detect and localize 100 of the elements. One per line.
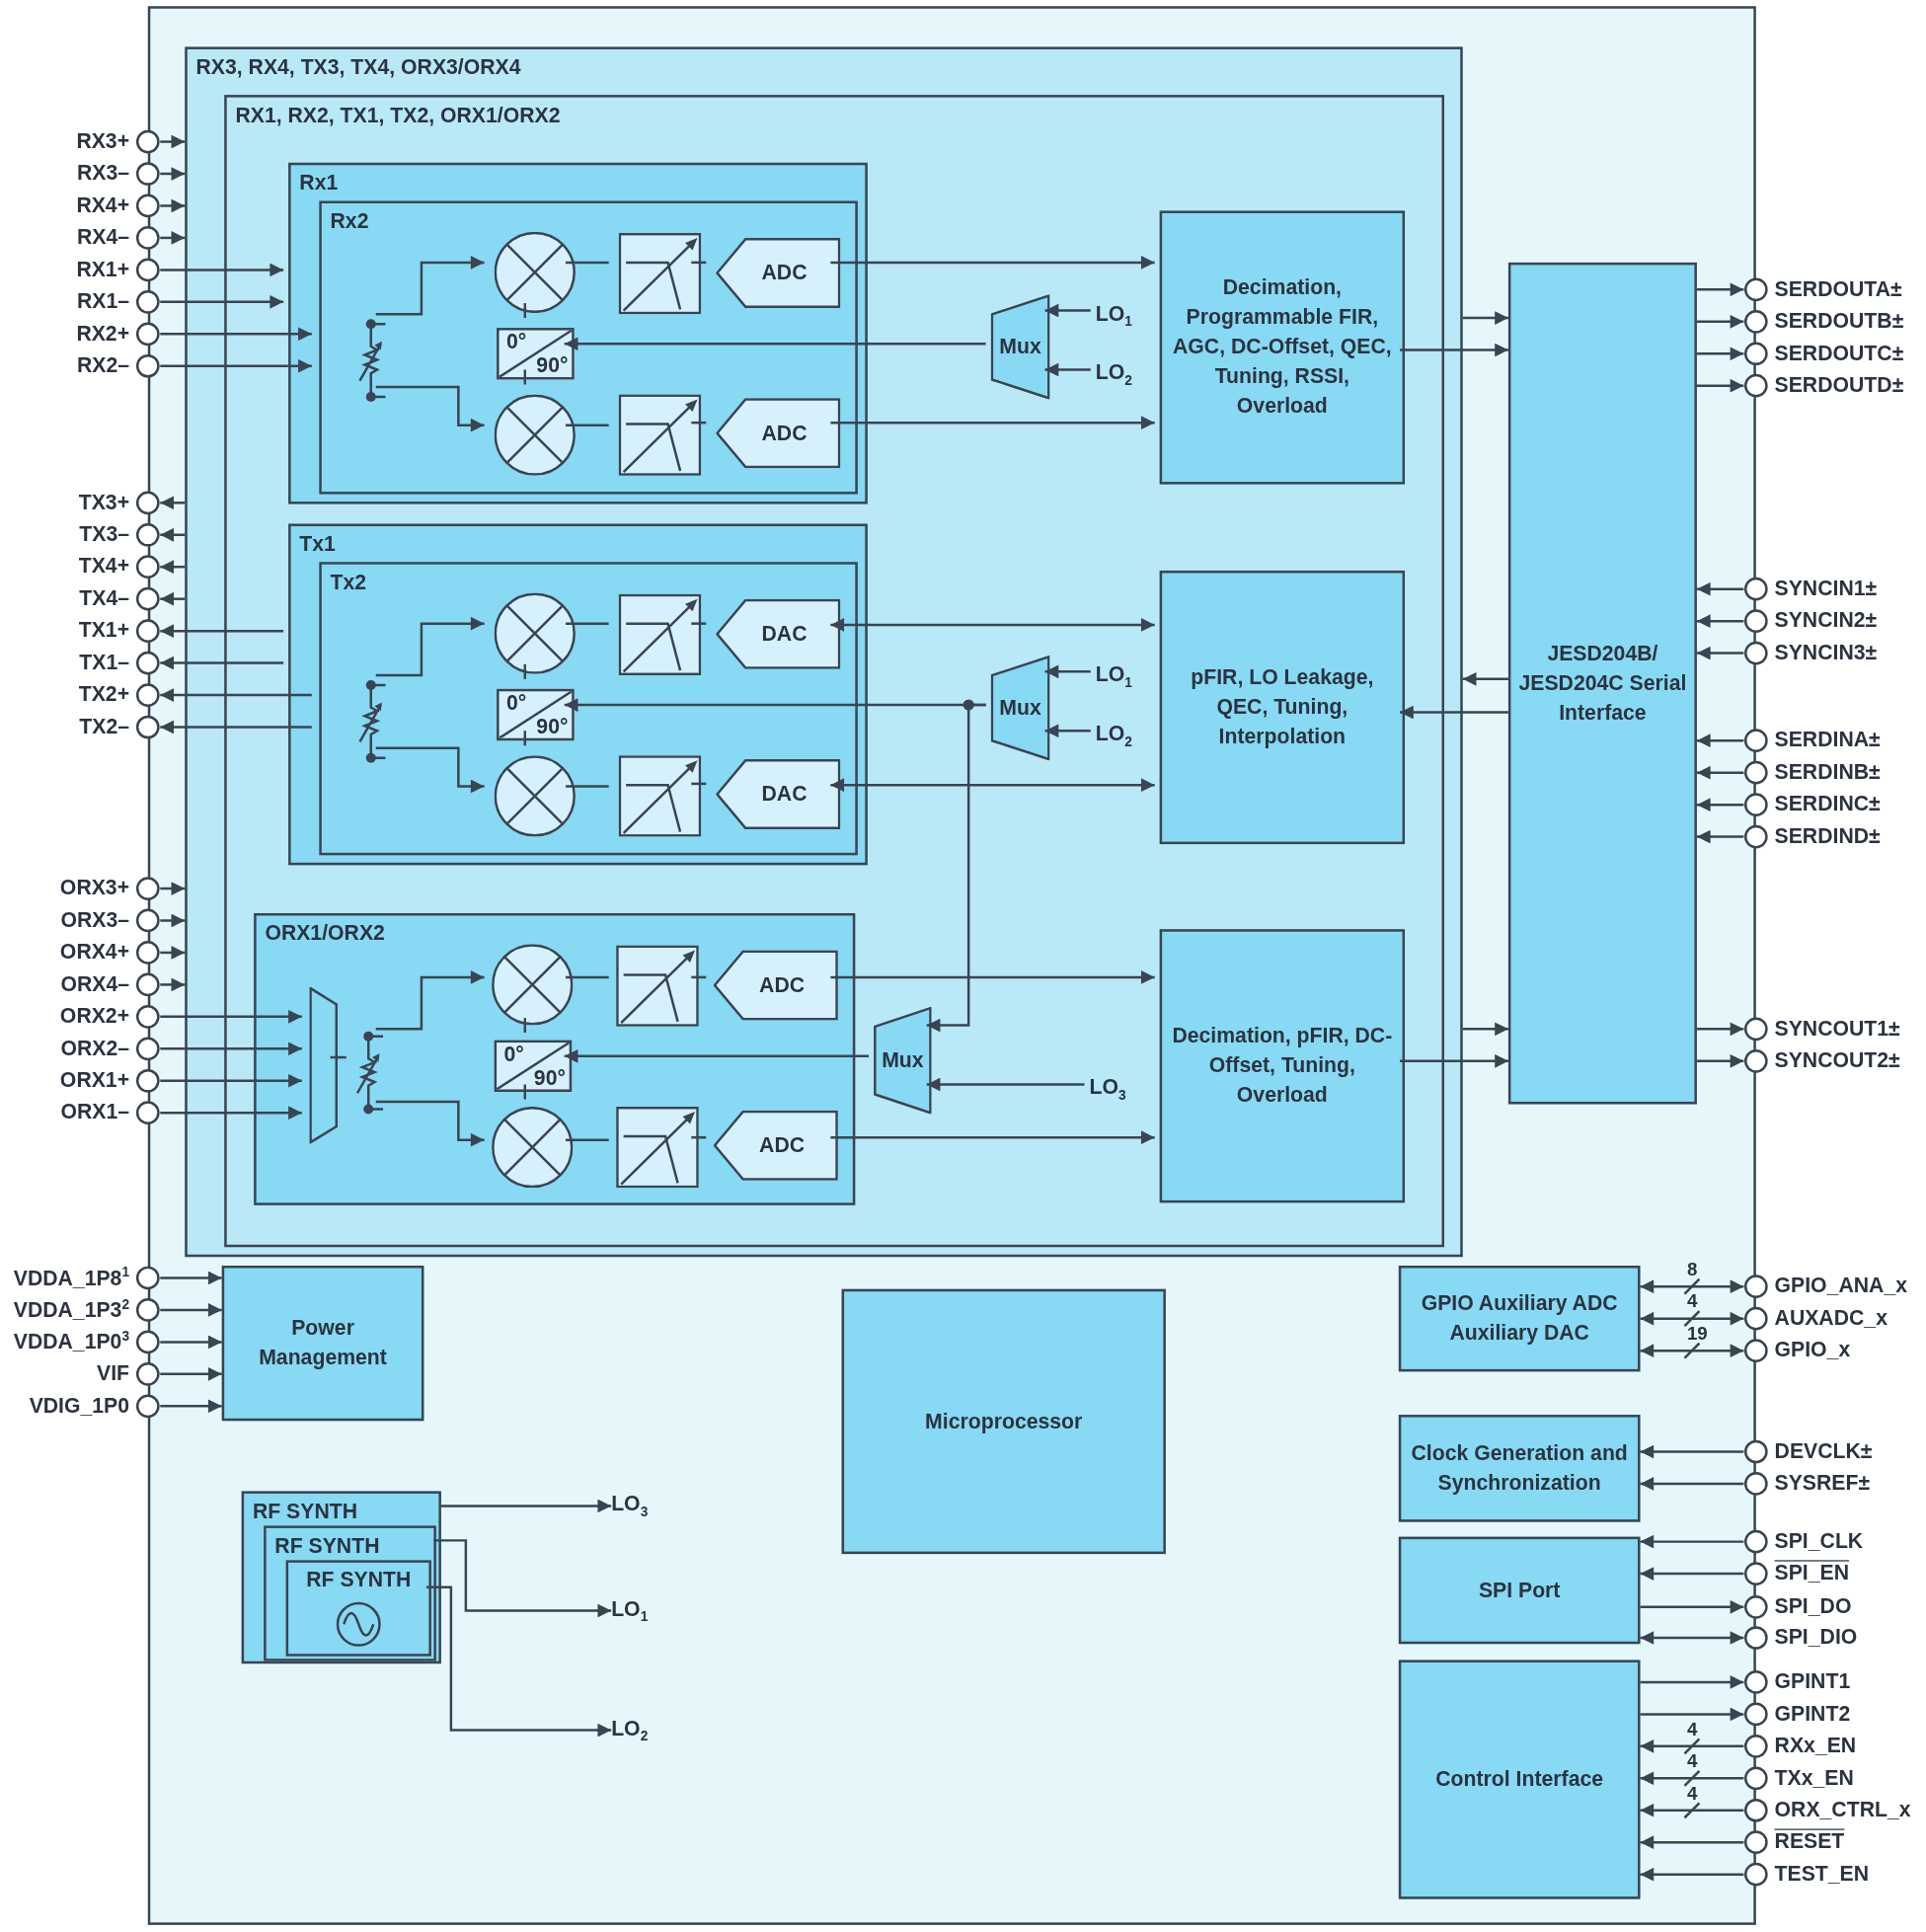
arrow [425,1585,612,1738]
function-block [221,1266,424,1422]
mux-label: Mux [999,334,1041,359]
connector-line [565,622,609,625]
arrow [1640,1707,1744,1722]
arrow [160,1335,222,1350]
channel-block-panel [241,1491,441,1664]
arrow [160,720,312,734]
pin-label: GPIO_x [1774,1338,1851,1363]
arrow [160,977,186,992]
block-label: RF SYNTH [306,1566,412,1593]
phase-label: 90° [533,1065,566,1091]
arrow [1640,1477,1744,1491]
connector-line [523,303,527,319]
block-label: Decimation, Programmable FIR, AGC, DC-Offset, QEC, Tuning, RSSI, Overload [1172,274,1393,421]
channel-block-panel [254,913,856,1205]
pin-label: SERDOUTB± [1774,309,1904,335]
arrow [830,416,1155,430]
arrow [375,970,485,1031]
pin-label: TX3– [79,522,130,548]
arrow [1044,724,1091,738]
pin-label: ORX1– [60,1100,130,1125]
arrow [160,263,284,277]
pin-label: ORX2– [60,1036,130,1061]
pin-label: SYNCIN3± [1774,641,1878,666]
arrow [1044,303,1091,318]
arrow [1640,1835,1744,1850]
phase-label: 0° [506,691,527,717]
converter-label: DAC [761,621,808,647]
function-block [1159,210,1406,485]
arrow [160,134,186,149]
arrow [160,560,186,575]
arrow [160,496,186,510]
arrow [440,1499,612,1513]
pin-label: DEVCLK± [1774,1439,1873,1464]
arrow [160,688,312,702]
double-headed-arrow [830,618,1155,632]
arrow [1696,765,1744,780]
block-label: pFIR, LO Leakage, QEC, Tuning, Interpolation [1190,664,1375,750]
pin-label: RXx_EN [1774,1734,1857,1759]
arrow [375,616,485,677]
function-block [1159,929,1406,1203]
arrow [160,198,186,213]
arrow [1640,1867,1744,1882]
phase-shifter-box [494,1040,573,1092]
connector-line [691,1135,707,1139]
converter-label: ADC [759,972,806,998]
lo-signal-label: LO$_{3}$ [1089,1074,1126,1109]
pin-label: SYNCIN1± [1774,577,1878,602]
phase-shifter-box [497,688,575,741]
pin-label: RX4+ [76,193,130,218]
arrow [375,256,485,316]
pin-label: SYSREF± [1774,1471,1871,1497]
arrow [926,1077,1085,1092]
arrow [160,946,186,960]
arrow [1696,1053,1744,1068]
lo-signal-label: LO$_{2}$ [611,1715,649,1749]
arrow [926,703,986,1033]
connector-line [565,424,609,426]
pin-label: VDIG_1P0 [29,1393,130,1419]
bus-width-label: 4 [1686,1718,1698,1739]
arrow [160,1073,302,1088]
pin-label: ORX4– [60,971,130,997]
channel-block-panel [264,1525,436,1662]
arrow [160,1303,222,1317]
pin-label: TX4– [79,586,130,612]
arrow [1696,829,1744,844]
mux-label: Mux [999,695,1041,721]
pin-label: AUXADC_x [1774,1306,1887,1332]
arrow [1696,646,1744,660]
pin-label: RX3+ [76,129,130,155]
arrow [1640,1675,1744,1689]
pin-label: RX1– [77,289,130,315]
pin-label: TX2+ [78,682,130,708]
group-title: RF SYNTH [252,1500,357,1525]
double-headed-arrow [1640,1344,1744,1357]
pin-label: ORX2+ [59,1004,130,1030]
arrow [830,970,1155,984]
arrow [1696,581,1744,596]
arrow [1400,343,1508,357]
arrow [160,1010,302,1024]
pin-label: GPINT1 [1774,1669,1851,1695]
function-block [1398,1415,1641,1522]
arrow [160,294,284,309]
group-title: Rx1 [299,171,339,196]
phase-label: 90° [536,353,569,379]
double-headed-arrow [1640,1279,1744,1294]
arrow [160,882,186,895]
arrow [160,1367,222,1381]
connector-line [523,731,527,746]
arrow [1696,347,1744,361]
pin-label: SERDINC± [1774,792,1881,817]
connector-line [565,785,609,788]
group-title: RX1, RX2, TX1, TX2, ORX1/ORX2 [235,103,561,128]
block-label: SPI Port [1478,1577,1561,1604]
block-label: Clock Generation and Synchronization [1410,1439,1629,1497]
function-block [1398,1536,1641,1645]
pin-label: ORX3+ [59,876,130,901]
block-label: Power Management [258,1315,388,1371]
pin-label: SERDINB± [1774,760,1881,786]
